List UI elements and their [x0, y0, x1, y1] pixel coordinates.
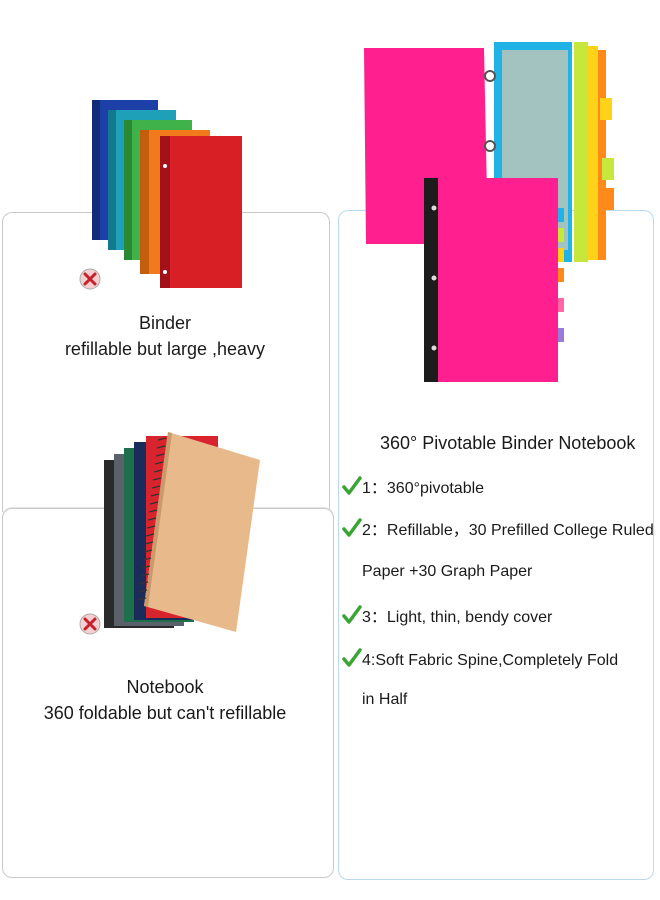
binder-description: refillable but large ,heavy: [64, 339, 266, 359]
feature-label: 2：Refillable，30 Prefilled College Ruled: [362, 522, 654, 539]
checkmark-icon: [342, 476, 362, 495]
x-circle-icon: [79, 268, 101, 290]
spiral-coils: [137, 437, 167, 601]
feature-item: 1：360°pivotable: [342, 476, 484, 500]
checkmark-icon: [342, 518, 362, 537]
feature-label: 4:Soft Fabric Spine,Completely Fold: [362, 652, 619, 669]
notebook-description: 360 foldable but can't refillable: [43, 703, 287, 723]
kraft-notebook: [144, 432, 260, 632]
closed-pink-notebook: [424, 178, 564, 382]
binder-caption: Binder refillable but large ,heavy: [40, 310, 290, 362]
notebook-stack-image: [104, 432, 260, 632]
feature-item: 2：Refillable，30 Prefilled College Ruled: [342, 518, 654, 542]
binder-stack-image: [92, 100, 242, 288]
feature-continuation: Paper +30 Graph Paper: [362, 563, 533, 580]
notebook-caption: Notebook 360 foldable but can't refillab…: [20, 674, 310, 726]
feature-label: 1：360°pivotable: [362, 480, 485, 497]
checkmark-icon: [342, 648, 362, 667]
feature-label: 3：Light, thin, bendy cover: [362, 609, 553, 626]
notebook-title: Notebook: [126, 677, 204, 697]
product-title: 360° Pivotable Binder Notebook: [380, 433, 636, 453]
binder-notebook-image: [364, 42, 614, 382]
feature-item: 4:Soft Fabric Spine,Completely Fold: [342, 648, 618, 672]
checkmark-icon: [342, 605, 362, 624]
red-binder: [160, 136, 242, 288]
feature-continuation: in Half: [362, 691, 408, 708]
binder-title: Binder: [138, 313, 192, 333]
binding-rings: [484, 70, 496, 152]
x-circle-icon: [79, 613, 101, 635]
feature-item: 3：Light, thin, bendy cover: [342, 605, 552, 629]
